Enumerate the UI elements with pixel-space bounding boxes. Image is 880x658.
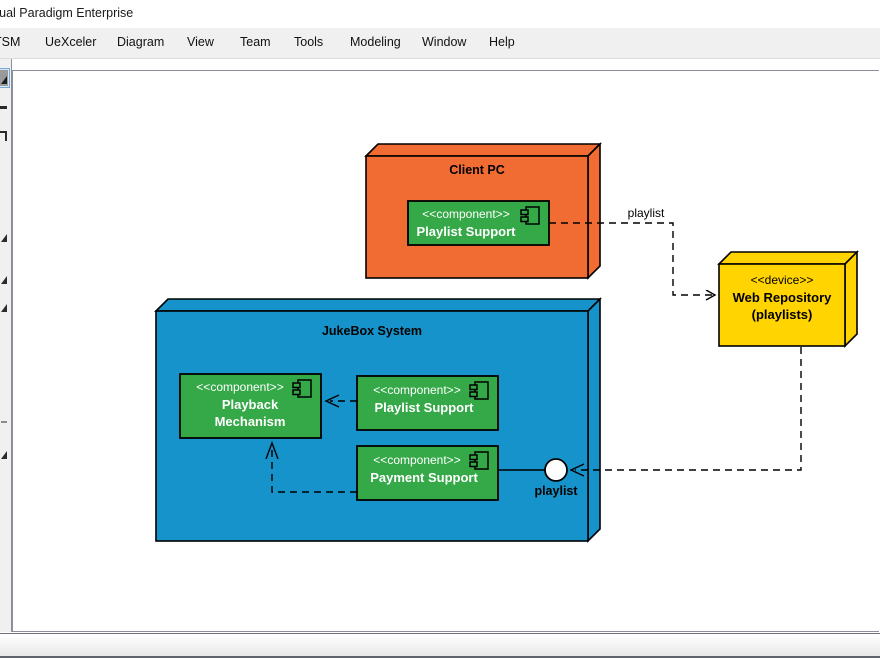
interface-ball-icon xyxy=(544,458,568,482)
bar-icon xyxy=(0,106,7,109)
component-icon xyxy=(292,379,312,398)
client-pc-top-face xyxy=(364,143,602,157)
deployment-diagram: Client PC <<component>> Playlist Support xyxy=(154,142,859,543)
component-icon xyxy=(469,381,489,400)
menu-item-team[interactable]: Team xyxy=(240,35,271,49)
triangle-icon xyxy=(1,276,7,284)
web-repository-name-line1: Web Repository xyxy=(733,290,832,305)
component-name-line1: Playback xyxy=(222,397,279,412)
dependency-arrowhead xyxy=(324,394,340,408)
node-web-repository[interactable]: <<device>> Web Repository (playlists) xyxy=(717,250,859,348)
node-jukebox-system[interactable]: JukeBox System <<component>> Playback Me… xyxy=(154,297,602,543)
edge-payment-to-playback[interactable] xyxy=(265,441,357,493)
interface-label: playlist xyxy=(534,484,578,498)
menu-item-tools[interactable]: Tools xyxy=(294,35,324,49)
tool-palette xyxy=(0,59,12,632)
node-client-pc[interactable]: Client PC <<component>> Playlist Support xyxy=(364,142,602,280)
component-name: Playlist Support xyxy=(417,224,517,239)
component-client-playlist-support[interactable]: <<component>> Playlist Support xyxy=(407,200,550,246)
shape-tool-4[interactable] xyxy=(0,267,9,287)
menu-bar[interactable]: TSM UeXceler Diagram View Team Tools Mod… xyxy=(0,28,880,59)
edge-playlist-to-playback[interactable] xyxy=(324,394,357,408)
web-repository-top-face xyxy=(717,251,859,265)
web-repository-name-line2: (playlists) xyxy=(752,307,813,322)
shape-tool-3[interactable] xyxy=(0,225,9,245)
title-bar: Visual Paradigm Enterprise xyxy=(0,0,880,29)
edge-label-playlist: playlist xyxy=(628,206,665,220)
interface-playlist[interactable]: playlist xyxy=(498,458,578,498)
component-icon xyxy=(469,451,489,470)
menu-item-diagram[interactable]: Diagram xyxy=(117,35,165,49)
shape-tool-5[interactable] xyxy=(0,295,9,315)
shape-tool-2[interactable] xyxy=(0,126,9,146)
component-stereotype: <<component>> xyxy=(422,207,509,221)
window-title: Visual Paradigm Enterprise xyxy=(0,6,134,20)
shape-tool-1[interactable] xyxy=(0,97,9,117)
diagram-canvas[interactable]: Client PC <<component>> Playlist Support xyxy=(12,70,879,632)
menu-item-help[interactable]: Help xyxy=(489,35,515,49)
component-stereotype: <<component>> xyxy=(373,383,460,397)
jukebox-top-face xyxy=(154,298,602,312)
client-pc-title: Client PC xyxy=(449,163,505,177)
jukebox-title: JukeBox System xyxy=(322,324,422,338)
dependency-arrowhead xyxy=(569,463,585,477)
edge-repository-to-jukebox-playlist[interactable] xyxy=(569,347,802,477)
component-playback-mechanism[interactable]: <<component>> Playback Mechanism xyxy=(179,373,322,439)
component-payment-support[interactable]: <<component>> Payment Support xyxy=(356,445,499,501)
pointer-icon xyxy=(1,76,7,84)
menu-item-tsm[interactable]: TSM xyxy=(0,35,21,49)
triangle-icon xyxy=(1,234,7,242)
component-name: Payment Support xyxy=(370,470,478,485)
status-bar xyxy=(0,633,880,658)
component-jukebox-playlist-support[interactable]: <<component>> Playlist Support xyxy=(356,375,499,431)
component-name: Playlist Support xyxy=(375,400,475,415)
web-repository-stereotype: <<device>> xyxy=(751,273,814,287)
shape-tool-6[interactable] xyxy=(0,412,9,432)
pointer-tool[interactable] xyxy=(0,68,10,88)
component-icon xyxy=(520,206,540,225)
dependency-arrowhead xyxy=(265,441,279,460)
client-pc-side-face xyxy=(587,142,601,280)
menu-item-modeling[interactable]: Modeling xyxy=(350,35,401,49)
menu-item-uexceler[interactable]: UeXceler xyxy=(45,35,97,49)
shape-tool-7[interactable] xyxy=(0,442,9,462)
jukebox-side-face xyxy=(587,297,601,543)
triangle-icon xyxy=(1,304,7,312)
web-repository-front-face xyxy=(718,263,846,347)
menu-item-window[interactable]: Window xyxy=(422,35,467,49)
corner-icon xyxy=(0,131,7,141)
dependency-line xyxy=(271,448,357,493)
menu-item-view[interactable]: View xyxy=(187,35,214,49)
component-stereotype: <<component>> xyxy=(196,380,283,394)
component-stereotype: <<component>> xyxy=(373,453,460,467)
web-repository-side-face xyxy=(844,250,858,348)
component-name-line2: Mechanism xyxy=(215,414,286,429)
triangle-icon xyxy=(1,451,7,459)
dependency-line xyxy=(549,222,715,295)
dependency-line xyxy=(575,347,802,471)
edge-client-playlist-to-repository[interactable]: playlist xyxy=(549,206,715,295)
dash-icon xyxy=(1,421,7,423)
